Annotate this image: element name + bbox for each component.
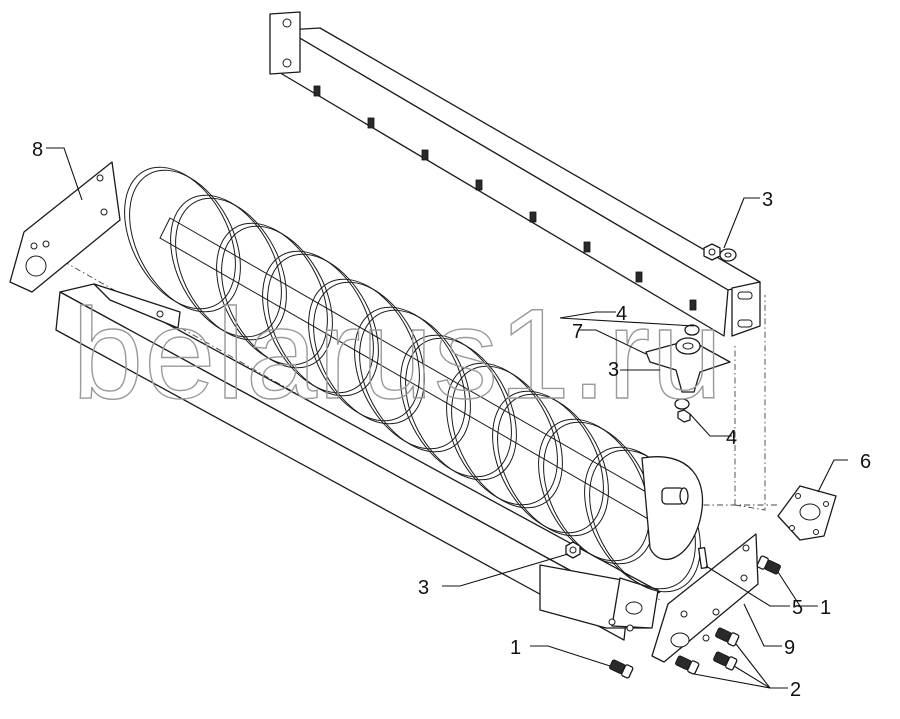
top-crossbar — [269, 11, 761, 337]
spiral-turn — [262, 250, 374, 394]
spiral-turn — [170, 194, 282, 338]
spiral-turn — [359, 309, 471, 453]
bolt-bottom — [609, 659, 634, 679]
callout-1-right: 1 — [820, 597, 831, 619]
spiral-turn — [492, 390, 604, 534]
right-side-plate — [651, 533, 759, 663]
callout-4-top: 4 — [616, 303, 627, 325]
spiral-turn — [267, 253, 379, 397]
nut-mid — [565, 541, 581, 559]
spiral-turn — [400, 334, 512, 478]
bolt-right — [756, 555, 781, 575]
callout-3-bottom: 3 — [418, 577, 429, 599]
callout-5: 5 — [792, 597, 803, 619]
callout-4-bottom: 4 — [726, 427, 737, 449]
crossbar-studs — [313, 85, 697, 311]
callout-2: 2 — [790, 679, 801, 701]
spiral-turn — [543, 421, 655, 565]
nut-washer-top — [703, 243, 737, 262]
left-side-plate — [9, 161, 121, 293]
callout-1-left: 1 — [510, 637, 521, 659]
callout-3-mid: 3 — [608, 359, 619, 381]
bolts-item2 — [675, 627, 740, 675]
spiral-turn — [124, 166, 236, 310]
leader-lines — [46, 147, 848, 689]
spiral-turn — [308, 278, 420, 422]
spiral-turn — [538, 418, 650, 562]
spiral-turn — [354, 306, 466, 450]
pin — [697, 547, 709, 569]
callout-9: 9 — [784, 637, 795, 659]
callout-8: 8 — [32, 139, 43, 161]
main-frame-beam — [55, 283, 661, 641]
callout-3-top: 3 — [762, 189, 773, 211]
spiral-turn — [221, 225, 333, 369]
bearing-cover-plate — [777, 485, 837, 541]
spiral-turn — [129, 169, 241, 313]
callout-6: 6 — [860, 451, 871, 473]
bearing-flange — [645, 324, 731, 423]
spiral-turn — [216, 222, 328, 366]
spiral-turn — [405, 337, 517, 481]
spiral-turn — [446, 362, 558, 506]
roller-end-disc — [641, 456, 704, 560]
spiral-turn — [497, 393, 609, 537]
spiral-turn — [313, 281, 425, 425]
callout-labels: 8 3 4 7 3 4 6 3 5 1 9 1 2 — [32, 139, 871, 701]
spiral-turn — [451, 365, 563, 509]
fasteners — [565, 541, 781, 679]
spiral-turn — [175, 197, 287, 341]
callout-7: 7 — [572, 321, 583, 343]
watermark-text: belarus1.ru — [72, 283, 723, 426]
